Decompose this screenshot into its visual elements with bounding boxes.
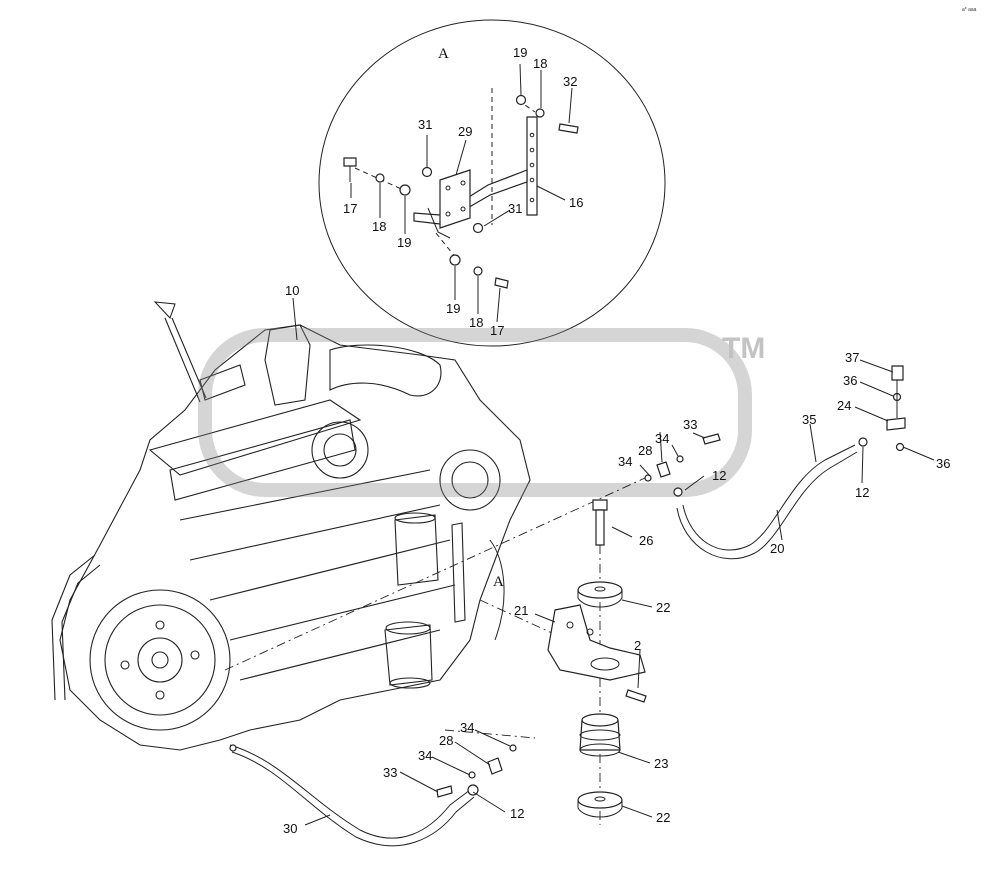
label-32: 32 (563, 74, 577, 89)
label-12: 12 (712, 468, 726, 483)
label-31: 31 (418, 117, 432, 132)
label-12: 12 (855, 485, 869, 500)
label-34: 34 (618, 454, 632, 469)
bolt-33-upper (702, 433, 721, 445)
label-22: 22 (656, 810, 670, 825)
corner-mark: a* aaa (962, 7, 977, 13)
label-34: 34 (418, 748, 432, 763)
mount-parts (224, 477, 647, 825)
watermark: TM (198, 328, 765, 497)
washer-22-top (577, 581, 623, 599)
nut-31-top (421, 166, 433, 178)
label-36: 36 (843, 373, 857, 388)
label-17: 17 (343, 201, 357, 216)
detail-label-a: A (438, 46, 449, 62)
label-33: 33 (683, 417, 697, 432)
washer-18-top (375, 173, 385, 183)
label-23: 23 (654, 756, 668, 771)
detail-circle (318, 19, 666, 347)
label-20: 20 (770, 541, 784, 556)
washer-22-bottom (577, 791, 623, 809)
label-18: 18 (533, 56, 547, 71)
bolt-17-top (343, 157, 357, 167)
engine-assembly: A (51, 301, 531, 751)
label-34: 34 (460, 720, 474, 735)
label-19: 19 (446, 301, 460, 316)
label-18: 18 (469, 315, 483, 330)
label-30: 30 (283, 821, 297, 836)
label-24: 24 (837, 398, 851, 413)
detail-view-a: A (318, 19, 666, 347)
leader-lines (292, 297, 935, 826)
washer-18-right (535, 108, 545, 118)
label-28: 28 (439, 733, 453, 748)
label-35: 35 (802, 412, 816, 427)
label-26: 26 (639, 533, 653, 548)
label-10: 10 (285, 283, 299, 298)
nut-19-top (399, 184, 411, 196)
bolt-32 (558, 123, 579, 134)
plate-29 (439, 169, 471, 229)
watermark-trademark: TM (722, 332, 765, 365)
hose-30-assembly (229, 744, 517, 847)
label-28: 28 (638, 443, 652, 458)
nut-19-right (515, 94, 527, 106)
bracket-16 (526, 116, 538, 216)
nut-19-bottom (449, 254, 461, 266)
part-labels: 19 18 32 31 29 17 18 19 31 16 19 18 17 1… (283, 45, 950, 836)
bolt-37 (891, 365, 904, 381)
bolt-2 (625, 689, 647, 703)
label-33: 33 (383, 765, 397, 780)
label-36: 36 (936, 456, 950, 471)
label-21: 21 (514, 603, 528, 618)
engine-detail-label-a: A (493, 574, 504, 590)
flywheel-housing (89, 589, 231, 731)
label-29: 29 (458, 124, 472, 139)
bolt-26 (592, 499, 608, 511)
bracket-21 (547, 604, 646, 681)
label-16: 16 (569, 195, 583, 210)
label-17: 17 (490, 323, 504, 338)
label-2: 2 (634, 638, 641, 653)
label-12: 12 (510, 806, 524, 821)
fitting-28-lower (487, 757, 503, 775)
label-22: 22 (656, 600, 670, 615)
label-19: 19 (513, 45, 527, 60)
bolt-17-bottom (494, 277, 509, 289)
washer-18-bottom (473, 266, 483, 276)
fitting-24 (886, 417, 906, 431)
fitting-28 (656, 461, 671, 478)
label-37: 37 (845, 350, 859, 365)
label-19: 19 (397, 235, 411, 250)
label-34: 34 (655, 431, 669, 446)
hose-20-assembly (644, 365, 906, 560)
nut-31-side (472, 222, 484, 234)
label-18: 18 (372, 219, 386, 234)
label-31: 31 (508, 201, 522, 216)
bolt-33-lower (436, 785, 453, 798)
